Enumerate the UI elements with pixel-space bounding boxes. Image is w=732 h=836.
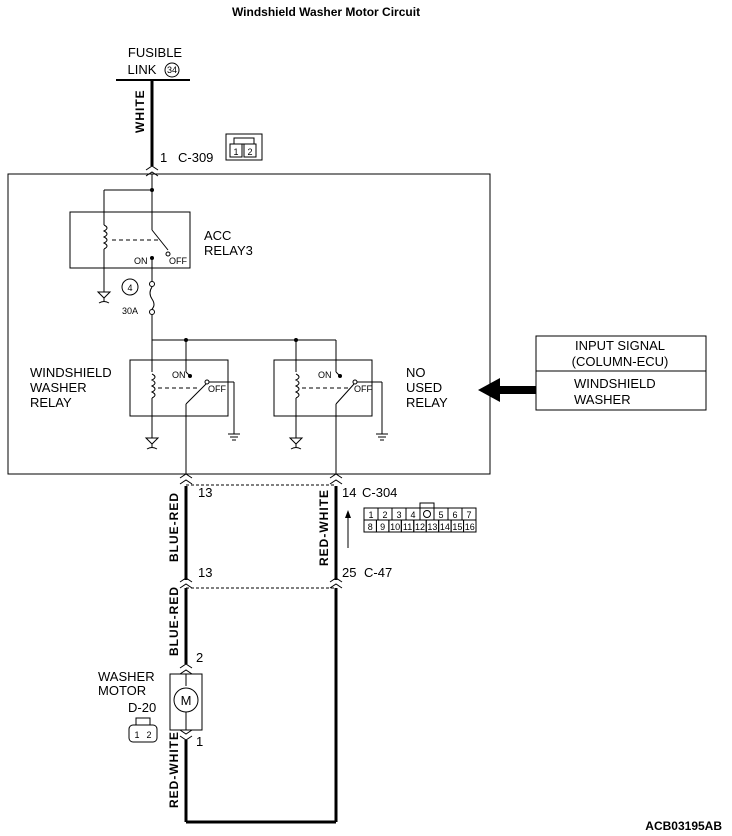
c304-top-cell xyxy=(419,507,435,521)
motor-symbol: M xyxy=(181,693,192,708)
acc-relay-switch xyxy=(151,229,169,251)
ground-icon xyxy=(288,437,304,450)
washer-relay-coil-icon xyxy=(150,373,156,399)
washer-motor-pin-top: 2 xyxy=(196,650,203,665)
fuse-icon xyxy=(149,286,155,310)
c304-pin-right: 14 xyxy=(342,485,356,500)
c309-label: C-309 xyxy=(178,150,213,165)
acc-relay-off: OFF xyxy=(169,256,187,266)
acc-relay-coil-icon xyxy=(102,224,108,250)
c309-connector-icon: 1 2 xyxy=(225,133,263,161)
input-signal-label-1: INPUT SIGNAL xyxy=(575,338,665,353)
c304-bottom-pin: 11 xyxy=(403,522,412,532)
wire-label-blue-red-2: BLUE-RED xyxy=(167,586,181,656)
washer-relay-off: OFF xyxy=(208,384,226,394)
washer-relay-box xyxy=(129,359,229,417)
svg-text:1: 1 xyxy=(134,730,139,740)
c304-label: C-304 xyxy=(362,485,397,500)
svg-text:2: 2 xyxy=(247,147,252,157)
wire-label-red-white-2: RED-WHITE xyxy=(167,731,181,808)
figure-code: ACB03195AB xyxy=(645,819,722,833)
no-used-relay-off: OFF xyxy=(354,384,372,394)
washer-motor-label-1: WASHER xyxy=(98,669,155,684)
no-used-relay-box xyxy=(273,359,373,417)
input-signal-box xyxy=(535,335,707,411)
svg-text:1: 1 xyxy=(233,147,238,157)
c309-connector-mark-2 xyxy=(145,171,159,177)
washer-relay-label-3: RELAY xyxy=(30,395,72,410)
c304-bottom-pin: 16 xyxy=(465,522,475,532)
no-used-relay-switch xyxy=(335,383,355,405)
no-used-relay-label-3: RELAY xyxy=(406,395,448,410)
c304-bottom-pin: 10 xyxy=(390,522,400,532)
svg-text:2: 2 xyxy=(146,730,151,740)
ground-icon xyxy=(96,291,112,304)
c47-pin-left: 13 xyxy=(198,565,212,580)
acc-relay-label-1: ACC xyxy=(204,228,231,243)
acc-relay-label-2: RELAY3 xyxy=(204,243,253,258)
c304-top-pin: 5 xyxy=(438,510,443,520)
fuse-rating: 30A xyxy=(122,306,138,316)
c304-pin-left: 13 xyxy=(198,485,212,500)
diagram-title: Windshield Washer Motor Circuit xyxy=(232,5,420,19)
washer-relay-label-2: WASHER xyxy=(30,380,87,395)
fusible-link-number-circle xyxy=(164,62,180,78)
no-used-relay-label-2: USED xyxy=(406,380,442,395)
c304-top-pin: 3 xyxy=(396,510,401,520)
ground-icon xyxy=(228,433,240,441)
acc-relay-box xyxy=(69,211,191,269)
arrow-up-icon xyxy=(345,510,351,548)
washer-relay-switch xyxy=(185,383,207,405)
fuse-number: 4 xyxy=(127,283,132,293)
c304-bottom-pin: 12 xyxy=(415,522,425,532)
c309-pin: 1 xyxy=(160,150,167,165)
c304-bottom-cell xyxy=(463,519,477,533)
no-used-relay-on: ON xyxy=(318,370,332,380)
ground-icon xyxy=(376,433,388,441)
wire-label-red-white-1: RED-WHITE xyxy=(317,489,331,566)
washer-relay-on: ON xyxy=(172,370,186,380)
no-used-relay-label-1: NO xyxy=(406,365,426,380)
no-used-relay-coil-icon xyxy=(294,373,300,399)
c304-top-pin: 7 xyxy=(466,510,471,520)
washer-relay-label-1: WINDSHIELD xyxy=(30,365,112,380)
fusible-link-label-2: LINK xyxy=(128,62,157,77)
c304-bottom-pin: 15 xyxy=(452,522,462,532)
washer-motor-pin-bottom: 1 xyxy=(196,734,203,749)
c309-connector-mark xyxy=(145,165,159,171)
input-signal-label-2: (COLUMN-ECU) xyxy=(572,354,669,369)
c304-bottom-pin: 13 xyxy=(427,522,437,532)
c47-pin-right: 25 xyxy=(342,565,356,580)
input-signal-label-3: WINDSHIELD xyxy=(574,376,656,391)
fusible-link-number: 34 xyxy=(167,65,177,75)
ground-icon xyxy=(144,437,160,450)
washer-motor-connector: D-20 xyxy=(128,700,156,715)
acc-relay-on: ON xyxy=(134,256,148,266)
c304-bottom-pin: 14 xyxy=(440,522,450,532)
c47-label: C-47 xyxy=(364,565,392,580)
c304-bottom-pin: 8 xyxy=(368,522,373,532)
c304-top-pin: 1 xyxy=(368,510,373,520)
c304-top-pin: 6 xyxy=(452,510,457,520)
d20-connector-icon: 1 2 xyxy=(128,717,158,743)
fusible-link-label-1: FUSIBLE xyxy=(128,45,183,60)
washer-motor-label-2: MOTOR xyxy=(98,683,146,698)
arrow-left-icon xyxy=(478,378,536,402)
input-signal-label-4: WASHER xyxy=(574,392,631,407)
wire-label-blue-red-1: BLUE-RED xyxy=(167,492,181,562)
wire-label-white: WHITE xyxy=(133,89,147,133)
c304-top-pin: 4 xyxy=(410,510,415,520)
column-ecu-enclosure xyxy=(7,173,491,475)
fuse-number-circle xyxy=(121,278,139,296)
c304-top-pin: 2 xyxy=(382,510,387,520)
c304-key-circle xyxy=(423,510,431,518)
c304-bottom-pin: 9 xyxy=(380,522,385,532)
